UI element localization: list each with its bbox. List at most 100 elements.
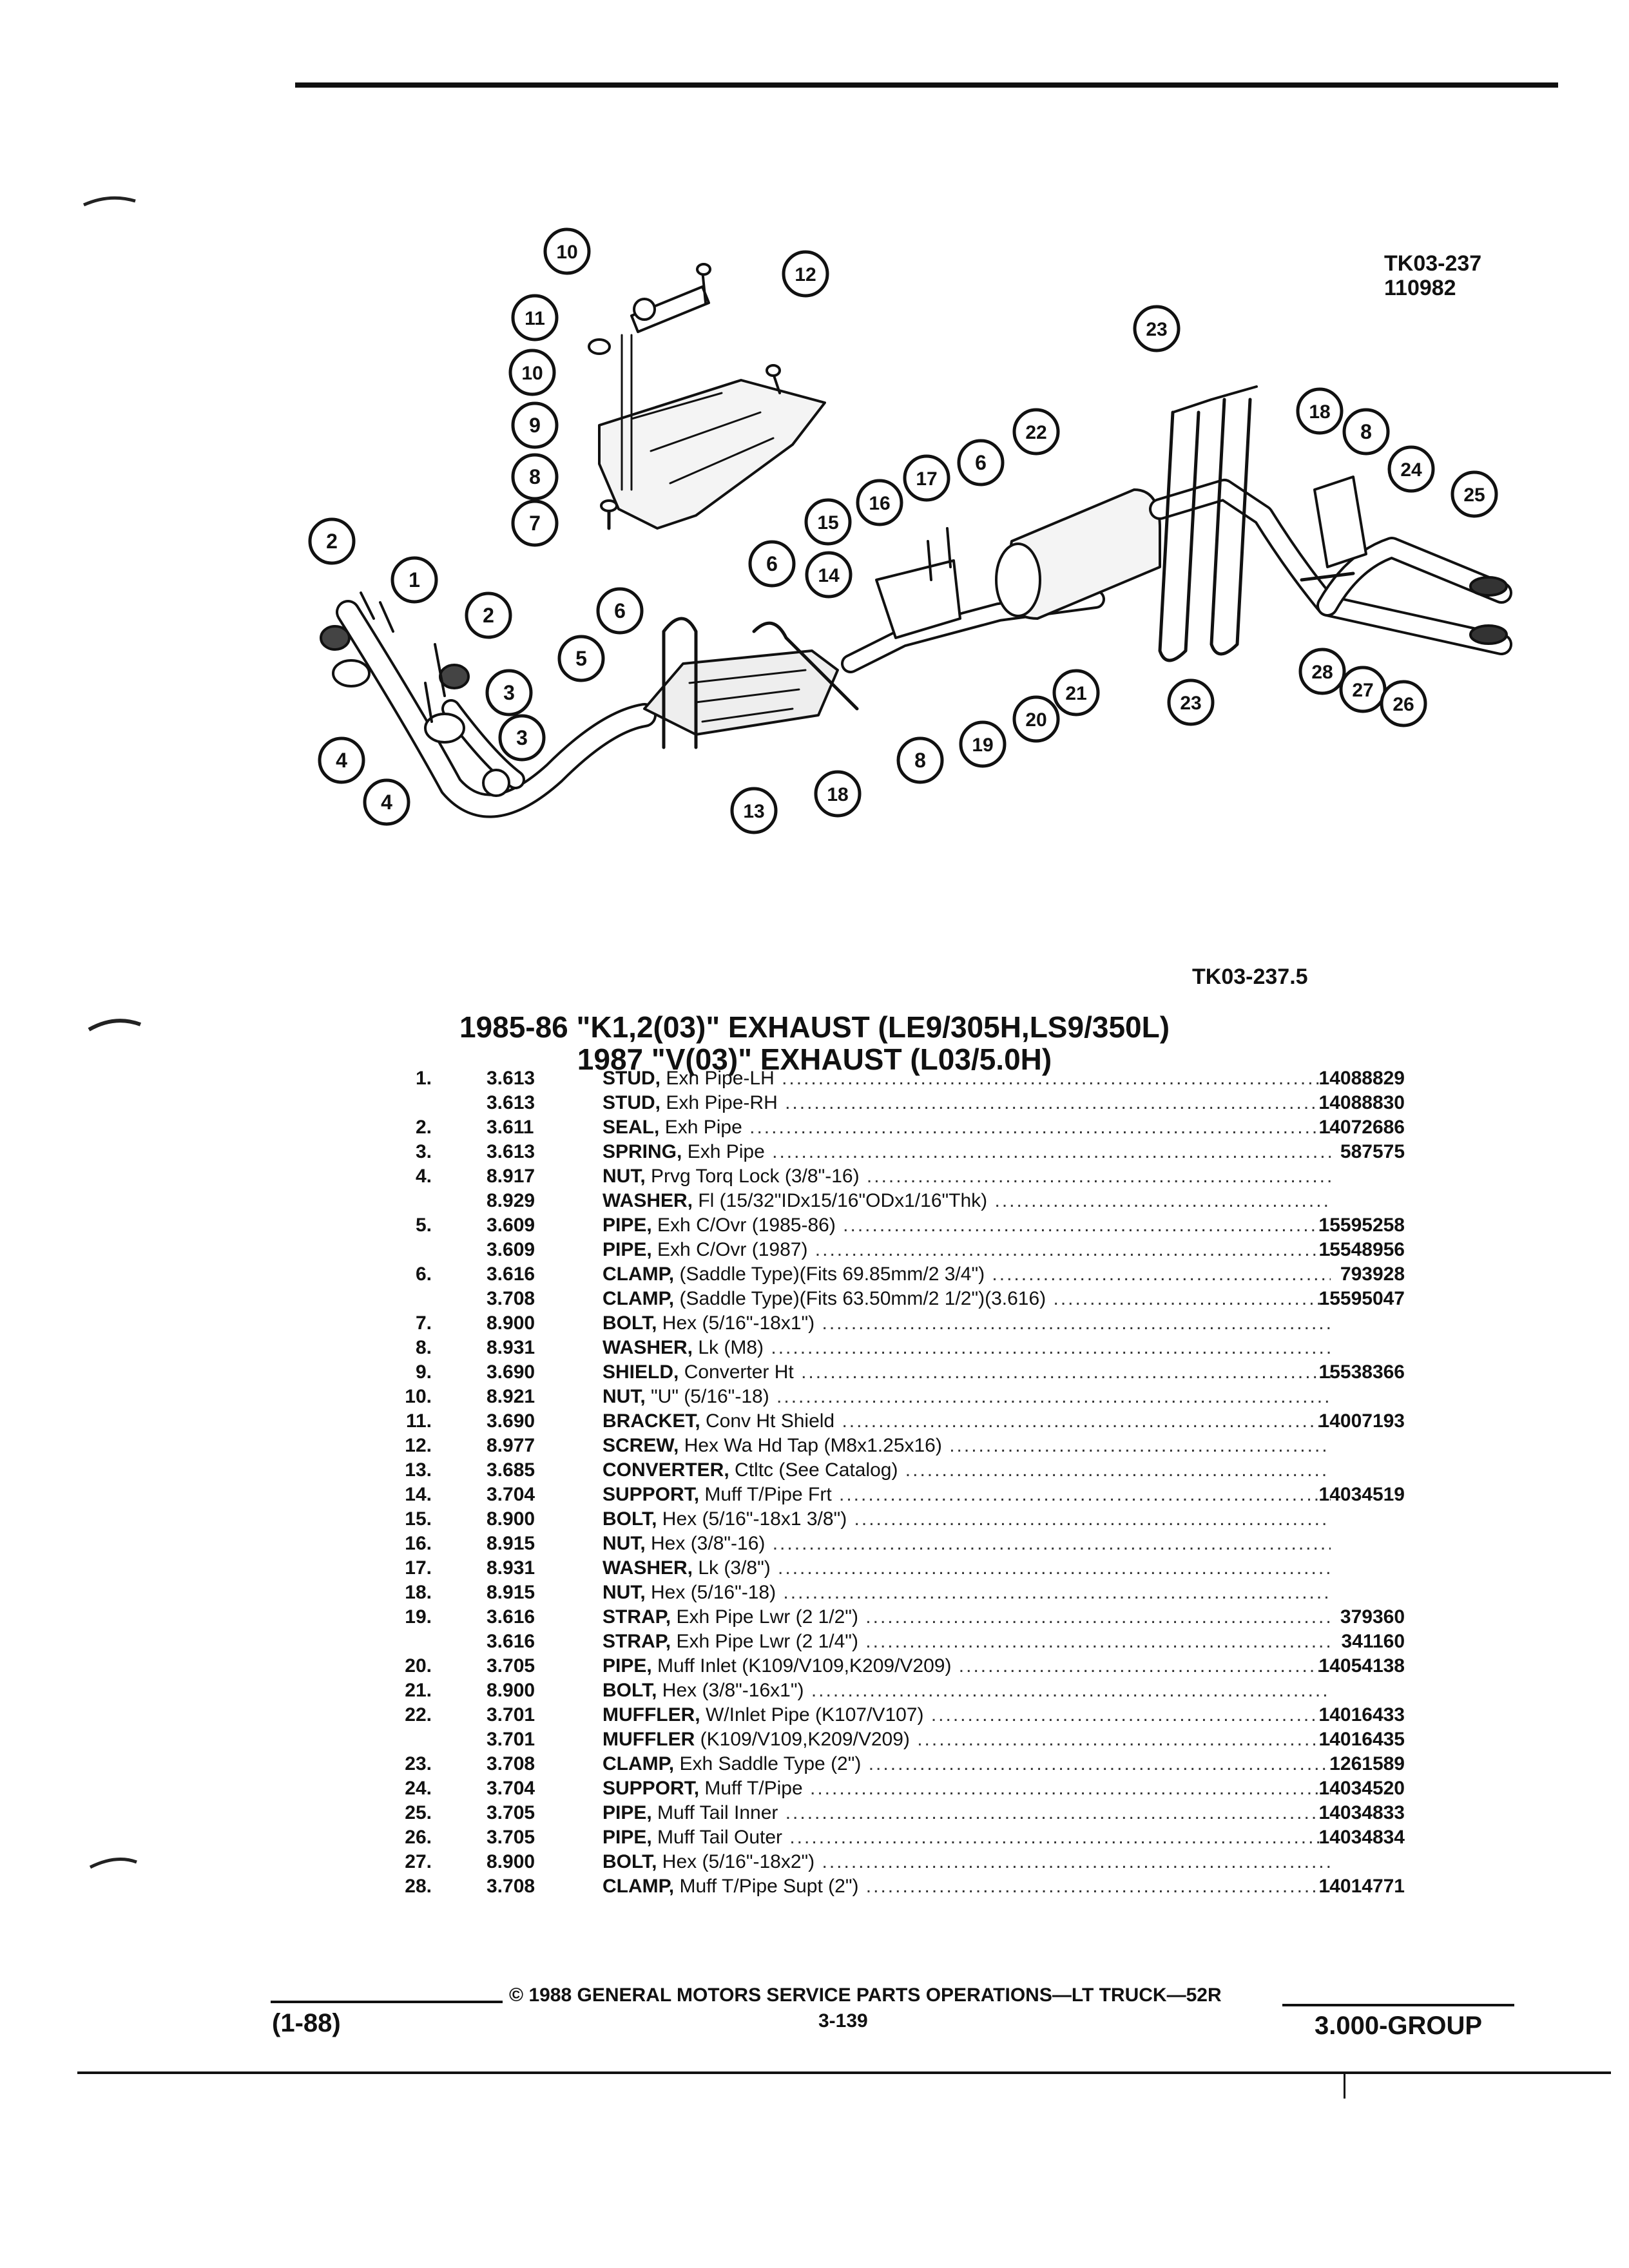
part-group-number: 8.977	[487, 1435, 535, 1456]
part-name: STUD,	[602, 1092, 660, 1113]
part-detail: Exh Pipe-RH	[660, 1092, 778, 1113]
callout-3: 3	[498, 714, 546, 762]
callout-circle	[959, 720, 1007, 768]
callout-circle	[511, 453, 559, 501]
part-item-number: 12.	[405, 1435, 432, 1456]
part-name: BOLT,	[602, 1680, 657, 1701]
part-description: CLAMP, (Saddle Type)(Fits 69.85mm/2 3/4"…	[602, 1262, 1331, 1287]
part-name: CLAMP,	[602, 1876, 675, 1897]
callout-label: 8	[529, 465, 541, 488]
callout-label: 8	[914, 749, 926, 772]
callout-circle	[390, 556, 438, 604]
part-number: 14016433	[1318, 1704, 1405, 1725]
callout-label: 22	[1025, 422, 1046, 443]
part-row: 12. 8.977 SCREW, Hex Wa Hd Tap (M8x1.25x16…	[361, 1434, 1405, 1458]
part-item-number: 22.	[405, 1704, 432, 1725]
bottom-tick	[1344, 2073, 1345, 2099]
callout-4: 4	[318, 736, 365, 784]
part-name: SHIELD,	[602, 1361, 679, 1383]
part-detail: Hex (5/16"-18x2")	[657, 1851, 815, 1872]
callout-1: 1	[390, 556, 438, 604]
callout-circle	[318, 736, 365, 784]
part-detail: Exh Pipe	[682, 1141, 765, 1162]
callout-label: 10	[556, 242, 577, 263]
figure-ref-date: 110982	[1384, 276, 1456, 300]
callout-circle	[1451, 470, 1498, 518]
part-number: 15595258	[1318, 1215, 1405, 1236]
callout-18: 18	[814, 770, 862, 818]
leader-dots: ........................................…	[822, 1312, 1331, 1334]
callout-circle	[804, 498, 852, 546]
callout-label: 21	[1065, 683, 1086, 704]
leader-dots: ........................................…	[811, 1680, 1331, 1701]
part-description: CLAMP, Exh Saddle Type (2") ............…	[602, 1752, 1331, 1776]
footer-rule-left	[271, 2001, 503, 2003]
callout-circle	[782, 250, 829, 298]
callout-label: 11	[525, 308, 545, 329]
leader-dots: ........................................…	[815, 1239, 1331, 1260]
part-detail: Exh C/Ovr (1985-86)	[651, 1215, 836, 1236]
part-group-number: 8.915	[487, 1582, 535, 1603]
part-group-number: 8.900	[487, 1508, 535, 1530]
part-detail: Exh Pipe Lwr (2 1/4")	[671, 1631, 858, 1652]
part-group-number: 3.613	[487, 1092, 535, 1113]
callout-label: 6	[975, 451, 987, 474]
part-description: BOLT, Hex (5/16"-18x2") ................…	[602, 1850, 1331, 1874]
callout-2: 2	[308, 517, 356, 565]
leader-dots: ........................................…	[789, 1827, 1331, 1848]
callout-label: 16	[869, 493, 890, 514]
part-number: 14054138	[1318, 1655, 1405, 1677]
top-rule	[295, 82, 1558, 88]
part-number: 14034833	[1318, 1802, 1405, 1823]
part-name: PIPE,	[602, 1215, 652, 1236]
part-description: SCREW, Hex Wa Hd Tap (M8x1.25x16) ......…	[602, 1434, 1331, 1458]
part-detail: Muff Inlet (K109/V109,K209/V209)	[651, 1655, 952, 1677]
part-detail: Hex (5/16"-18x1")	[657, 1312, 815, 1334]
callout-circle	[363, 778, 410, 826]
part-description: STUD, Exh Pipe-RH ......................…	[602, 1091, 1331, 1115]
part-detail: Hex (5/16"-18)	[645, 1582, 776, 1603]
part-name: BOLT,	[602, 1508, 657, 1530]
callout-circle	[1167, 678, 1215, 726]
part-group-number: 3.708	[487, 1753, 535, 1774]
callout-8: 8	[896, 736, 944, 784]
leader-dots: ........................................…	[949, 1435, 1331, 1456]
callout-label: 25	[1463, 485, 1485, 506]
part-detail: Exh C/Ovr (1987)	[651, 1239, 808, 1260]
part-name: CLAMP,	[602, 1264, 675, 1285]
callout-circle	[1012, 408, 1060, 456]
leader-dots: ........................................…	[865, 1876, 1331, 1897]
part-number: 379360	[1340, 1606, 1405, 1628]
part-number: 15538366	[1318, 1361, 1405, 1383]
part-description: PIPE, Muff Tail Inner ..................…	[602, 1801, 1331, 1825]
callout-label: 6	[766, 552, 778, 575]
part-description: NUT, Prvg Torq Lock (3/8"-16) ..........…	[602, 1164, 1331, 1189]
catalytic-converter	[643, 649, 839, 736]
callout-label: 8	[1360, 420, 1372, 443]
part-name: SCREW,	[602, 1435, 679, 1456]
part-detail: Muff Tail Outer	[651, 1827, 783, 1848]
callout-10: 10	[508, 349, 556, 396]
part-group-number: 8.917	[487, 1166, 535, 1187]
converter-heat-shield	[598, 379, 826, 530]
callout-21: 21	[1052, 669, 1100, 716]
callout-3: 3	[485, 669, 533, 716]
leader-dots: ........................................…	[749, 1117, 1331, 1138]
part-name: NUT,	[602, 1386, 646, 1407]
part-description: NUT, "U" (5/16"-18) ....................…	[602, 1385, 1331, 1409]
part-description: SHIELD, Converter Ht ...................…	[602, 1360, 1331, 1385]
leader-dots: ........................................…	[930, 1704, 1331, 1725]
part-number: 793928	[1340, 1264, 1405, 1285]
callout-circle	[1052, 669, 1100, 716]
